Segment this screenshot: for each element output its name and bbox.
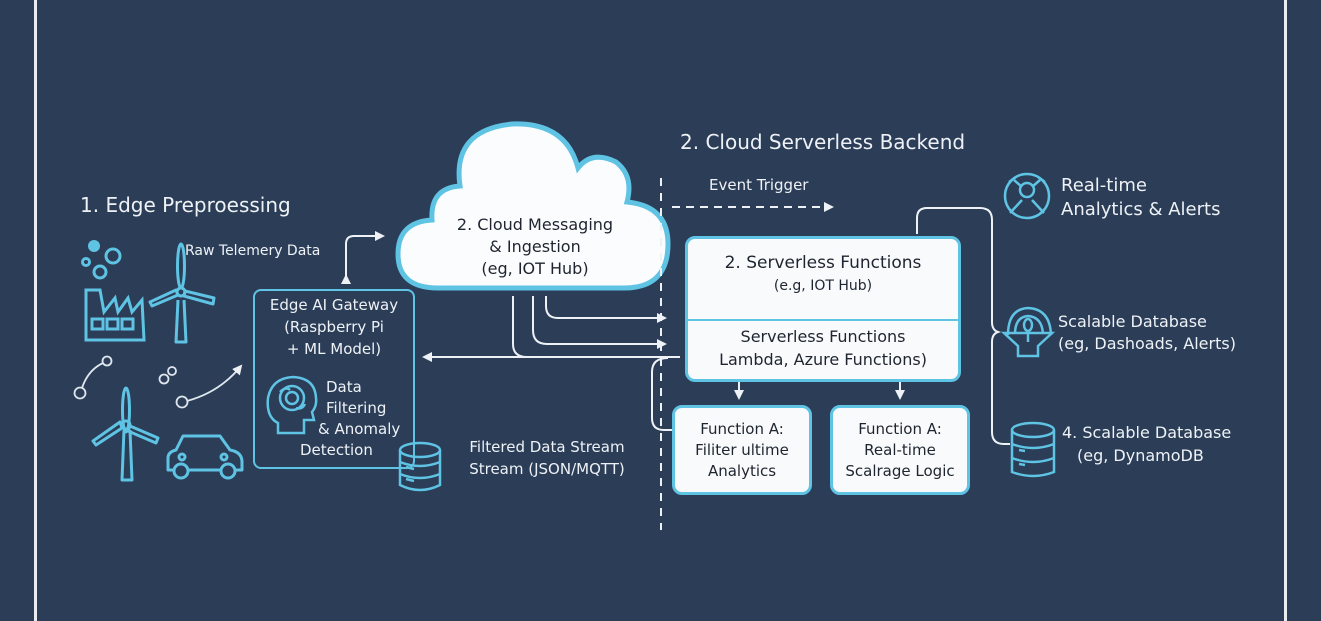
output-database-line2: (eg, DynamoDB (1077, 446, 1204, 465)
event-trigger-label: Event Trigger (709, 176, 809, 194)
frame-border-right (1284, 0, 1287, 621)
function-a-line1: Function A: (700, 420, 784, 438)
function-a-line2: Filiter ultime (695, 441, 789, 459)
factory-icon (81, 240, 146, 342)
edge-section-title: 1. Edge Preproessing (80, 193, 291, 217)
cloud-to-functions-arrows (422, 296, 680, 431)
function-b-box[interactable]: Function A: Real-time Scalrage Logic (830, 405, 970, 495)
stream-label-line2: Stream (JSON/MQTT) (469, 460, 625, 478)
cloud-messaging-example: (eg, IOT Hub) (481, 259, 589, 278)
function-a-box[interactable]: Function A: Filiter ultime Analytics (672, 405, 812, 495)
sensor-node-links (73, 355, 243, 409)
serverless-divider (688, 319, 958, 321)
serverless-body-line2: Lambda, Azure Functions) (719, 350, 927, 369)
function-b-line3: Scalrage Logic (845, 462, 955, 480)
gateway-process-line4: Detection (300, 441, 373, 459)
cloud-shape (395, 121, 671, 291)
gateway-process-line1: Data (326, 378, 362, 396)
serverless-subtitle: (e.g, IOT Hub) (773, 278, 873, 294)
gateway-model: + ML Model) (286, 340, 382, 358)
wind-turbine-icon (91, 386, 160, 482)
outputs-bracket (916, 207, 1010, 445)
analytics-alert-icon (1003, 172, 1051, 220)
function-b-line1: Function A: (858, 420, 942, 438)
gateway-device: (Raspberry Pi (284, 318, 384, 336)
car-icon (166, 434, 244, 480)
dashboard-icon (1000, 306, 1056, 358)
wind-turbine-icon (148, 242, 216, 344)
cloud-messaging-title: 2. Cloud Messaging (456, 215, 614, 234)
serverless-title: 2. Serverless Functions (724, 253, 922, 273)
stream-label-line1: Filtered Data Stream (469, 438, 625, 456)
function-b-line2: Real-time (864, 441, 936, 459)
output-dashboard-line2: (eg, Dashoads, Alerts) (1058, 334, 1236, 353)
gateway-process-line3: & Anomaly (318, 420, 401, 438)
serverless-functions-box[interactable]: 2. Serverless Functions (e.g, IOT Hub) S… (685, 236, 961, 382)
output-analytics-line2: Analytics & Alerts (1061, 199, 1221, 220)
gateway-title: Edge AI Gateway (269, 296, 399, 314)
cloud-messaging-subtitle: & Ingestion (489, 237, 581, 256)
gateway-process-line2: Filtering (326, 399, 387, 417)
function-a-line3: Analytics (707, 462, 777, 480)
gateway-cloud-arrow (341, 231, 385, 284)
database-icon (398, 441, 442, 492)
brain-head-icon (266, 375, 318, 435)
output-analytics-line1: Real-time (1061, 175, 1147, 196)
serverless-body-line1: Serverless Functions (740, 327, 906, 346)
frame-border-left (34, 0, 37, 621)
cloud-section-title: 2. Cloud Serverless Backend (680, 130, 966, 154)
database-icon (1010, 421, 1056, 478)
output-dashboard-line1: Scalable Database (1058, 312, 1207, 331)
raw-telemetry-label: Raw Telemery Data (185, 243, 321, 259)
edge-gateway-box[interactable]: Edge AI Gateway (Raspberry Pi + ML Model… (253, 289, 415, 469)
output-database-line1: 4. Scalable Database (1062, 423, 1232, 442)
